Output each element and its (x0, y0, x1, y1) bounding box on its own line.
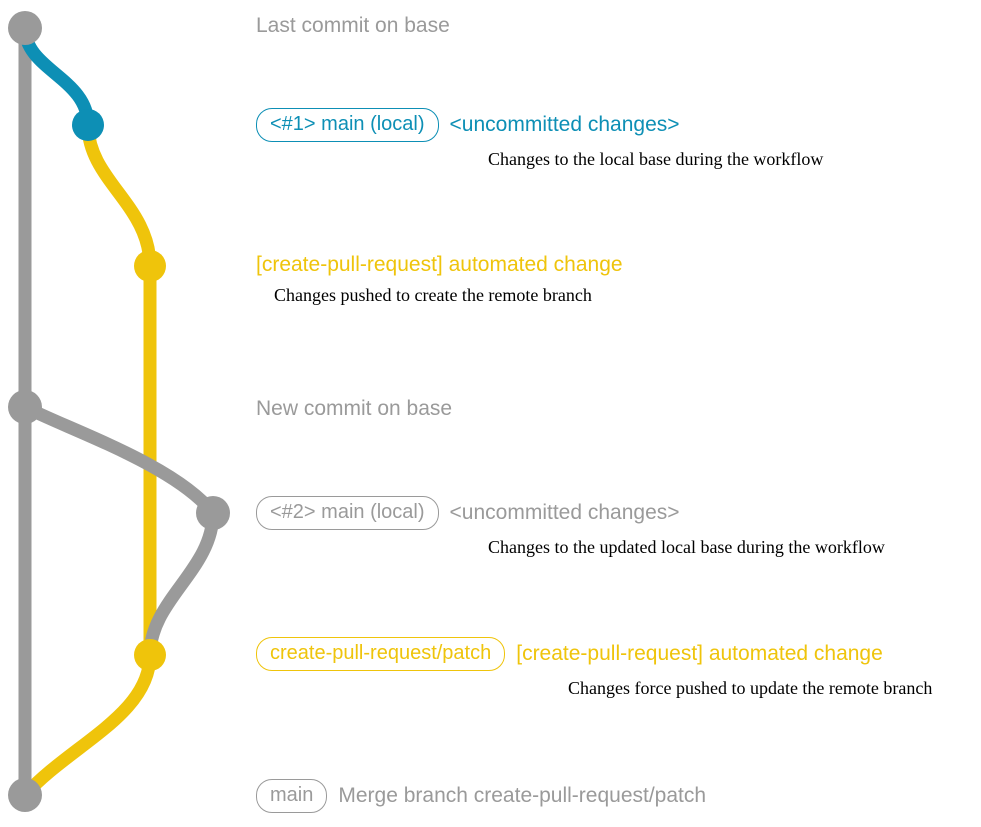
commit-entry-automated-change-1: [create-pull-request] automated change C… (256, 252, 623, 306)
ref-badge-create-pull-request-patch[interactable]: create-pull-request/patch (256, 637, 506, 671)
commit-description-automated-change-1: Changes pushed to create the remote bran… (274, 285, 592, 305)
commit-description-local-commit-2: Changes to the updated local base during… (488, 537, 885, 557)
badge-line-local-commit-2: <#2> main (local) <uncommitted changes> (256, 496, 680, 530)
ref-badge-main-local-1[interactable]: <#1> main (local) (256, 108, 439, 142)
edge-base-to-local1 (18, 21, 95, 132)
commit-title-automated-change-1: [create-pull-request] automated change (256, 253, 623, 276)
node-base-merge (8, 778, 42, 812)
commit-title-automated-change-2: [create-pull-request] automated change (516, 642, 883, 665)
node-patch-1 (134, 250, 166, 282)
commit-title-local-commit-2: <uncommitted changes> (449, 501, 680, 524)
commit-entry-automated-change-2: create-pull-request/patch [create-pull-r… (256, 637, 932, 699)
commit-entry-local-commit-1: <#1> main (local) <uncommitted changes> … (256, 108, 823, 170)
node-local-1 (72, 109, 104, 141)
node-base-new (8, 390, 42, 424)
commit-entry-merge-commit: main Merge branch create-pull-request/pa… (256, 779, 706, 813)
commit-title-merge-commit: Merge branch create-pull-request/patch (338, 784, 707, 807)
edge-patch2-to-merge (18, 648, 157, 802)
commit-description-automated-change-2: Changes force pushed to update the remot… (568, 678, 933, 698)
badge-line-automated-change-2: create-pull-request/patch [create-pull-r… (256, 637, 883, 671)
badge-line-automated-change-1: [create-pull-request] automated change (256, 252, 623, 278)
node-base-last (8, 11, 42, 45)
commit-nodes (8, 11, 230, 812)
ref-badge-main[interactable]: main (256, 779, 328, 813)
commit-title-last-commit-on-base: Last commit on base (256, 14, 450, 37)
commit-entry-local-commit-2: <#2> main (local) <uncommitted changes> … (256, 496, 885, 558)
node-local-2 (196, 496, 230, 530)
badge-line-merge-commit: main Merge branch create-pull-request/pa… (256, 779, 706, 813)
commit-title-new-commit-on-base: New commit on base (256, 397, 453, 420)
edge-local2-to-patch2 (143, 506, 220, 662)
edge-local1-to-patch1 (81, 118, 157, 273)
commit-title-local-commit-1: <uncommitted changes> (449, 113, 680, 136)
commit-graph (8, 11, 230, 812)
node-patch-2 (134, 639, 166, 671)
commit-description-local-commit-1: Changes to the local base during the wor… (488, 149, 824, 169)
ref-badge-main-local-2[interactable]: <#2> main (local) (256, 496, 439, 530)
badge-line-local-commit-1: <#1> main (local) <uncommitted changes> (256, 108, 680, 142)
edge-basenew-to-local2 (18, 400, 220, 520)
